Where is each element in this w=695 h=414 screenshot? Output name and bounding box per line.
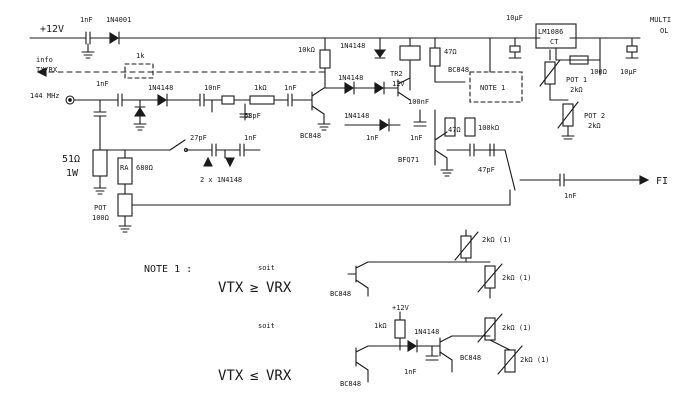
label-pot1v: 2kΩ [570,86,583,94]
label-bc848-mid: BC848 [300,132,321,140]
note1-circuit-a [347,229,503,299]
label-n-bc848-2: BC848 [460,354,481,362]
label-r-47-b: 47Ω [448,126,461,134]
rf-input-line [65,93,313,107]
label-pot1: POT 1 [566,76,587,84]
label-c-1n-b: 1nF [284,84,297,92]
label-r-680: 680Ω [136,164,153,172]
bc848-mid-transistor [311,87,325,125]
label-r-100k: 100kΩ [478,124,499,132]
label-c-1n-d: 1nF [410,134,423,142]
label-n-1nf: 1nF [404,368,417,376]
ground-symbol [81,51,95,59]
label-c-1n-fi: 1nF [564,192,577,200]
ground-symbols [93,57,639,233]
label-r-47: 47Ω [444,48,457,56]
label-d-in: 1N4001 [106,16,131,24]
label-pot: POT [94,204,107,212]
label-pot2v: 2kΩ [588,122,601,130]
label-reg2: CT [550,38,559,46]
label-r-51w: 1W [66,168,79,179]
label-c-68p: 68pF [244,112,261,120]
label-ol: OL [660,27,668,35]
label-d-pair: 2 x 1N4148 [200,176,242,184]
label-n-2k-a: 2kΩ (1) [482,236,512,244]
label-soit1: soit [258,264,275,272]
label-pot-v: 100Ω [92,214,109,222]
label-relay2: 12V [392,80,405,88]
label-c-47p: 47pF [478,166,495,174]
label-n-12v: +12V [392,304,410,312]
label-r-51: 51Ω [62,154,80,165]
label-c10u-right: 10µF [620,68,637,76]
label-d-4148-top: 1N4148 [340,42,365,50]
label-c10u-top: 10µF [506,14,523,22]
label-r-10k: 10kΩ [298,46,315,54]
label-c-27p: 27pF [190,134,207,142]
label-note1: NOTE 1 : [144,264,192,275]
label-multi: MULTI [650,16,671,24]
label-n-2k-b: 2kΩ (1) [502,274,532,282]
label-c-1n-a: 1nF [96,80,109,88]
label-relay: TR2 [390,70,403,78]
info-txrx-line [36,63,326,79]
label-n-1n4148: 1N4148 [414,328,439,336]
label-bc848-1: BC848 [448,66,469,74]
label-r-100: 100Ω [590,68,607,76]
note1-box [469,71,523,103]
eq2-op: ≤ [250,368,258,384]
eq1-op: ≥ [250,280,258,296]
label-supply: +12V [40,24,64,35]
cap-10uf-top [509,37,638,59]
note1-circuit-b [355,311,523,383]
label-n-bc848-1: BC848 [330,290,351,298]
label-n-2k-c: 2kΩ (1) [502,324,532,332]
label-info1: info [36,56,53,64]
label-n-1k: 1kΩ [374,322,387,330]
label-soit2: soit [258,322,275,330]
label-r-1k-info: 1k [136,52,145,60]
supply-rail [29,31,641,53]
label-info2: TX/RX [36,66,58,74]
label-n-bc848-3: BC848 [340,380,361,388]
pot1-symbol [539,49,561,101]
label-note-box: NOTE 1 [480,84,505,92]
label-freq: 144 MHz [30,92,60,100]
label-reg: LM1086 [538,28,563,36]
label-bfq: BFQ71 [398,156,419,164]
label-c-1n-e: 1nF [244,134,257,142]
label-fi: FI [656,176,668,187]
eq2-a: VTX [218,368,244,384]
eq1-b: VRX [266,280,292,296]
label-c-in: 1nF [80,16,93,24]
label-d-4148-c: 1N4148 [344,112,369,120]
label-c-1n-c: 1nF [366,134,379,142]
eq1-a: VTX [218,280,244,296]
label-d-4148-a: 1N4148 [148,84,173,92]
label-c-100n: 100nF [408,98,429,106]
label-r-1k-mid: 1kΩ [254,84,267,92]
label-ra: RA [120,164,129,172]
label-n-2k-d: 2kΩ (1) [520,356,550,364]
eq2-b: VRX [266,368,292,384]
pot2-symbol [549,99,579,137]
label-c-10n: 10nF [204,84,221,92]
label-d-4148-b: 1N4148 [338,74,363,82]
label-pot2: POT 2 [584,112,605,120]
